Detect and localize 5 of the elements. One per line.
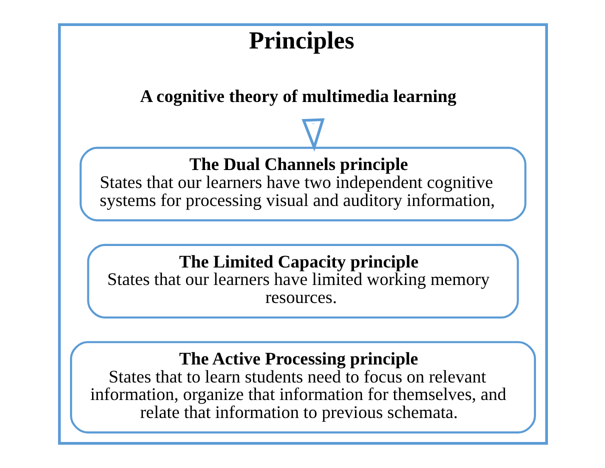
node-box: The Active Processing principle States that to learn students need to focus on relevant information, organize that information for themselves, and relate that information to previous schemata. — [70, 341, 536, 434]
node-text: A cognitive theory of multimedia learning — [140, 86, 456, 106]
node-box: The Limited Capacity principle States that our learners have limited working memory resources. — [86, 244, 518, 318]
node-box: The Dual Channels principle States that our learners have two independent cognitive systems for processing visual and auditory information, — [79, 146, 526, 222]
arrow — [301, 118, 324, 152]
